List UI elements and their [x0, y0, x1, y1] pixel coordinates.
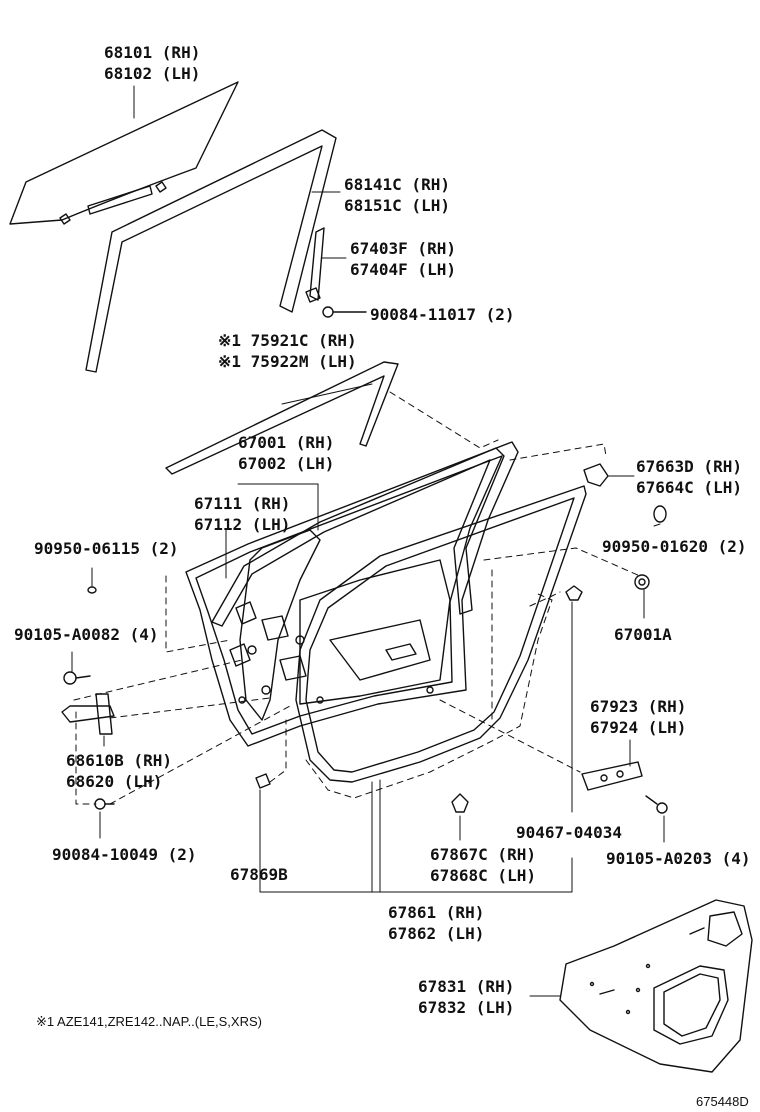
part-number-lh: 67404F (LH)	[350, 260, 456, 279]
clip-90467-04034	[566, 586, 582, 600]
label-67867c: 67867C (RH) 67868C (LH)	[430, 844, 536, 886]
clip-67867c	[452, 794, 468, 812]
dashed-guide-lines	[74, 392, 640, 804]
bolt-90084-10049	[95, 799, 114, 809]
screw-90105-a0203	[646, 796, 667, 813]
label-68610b: 68610B (RH) 68620 (LH)	[66, 750, 172, 792]
label-68101: 68101 (RH) 68102 (LH)	[104, 42, 200, 84]
part-number-lh: 67002 (LH)	[238, 454, 335, 473]
part-number: 90084-11017 (2)	[370, 305, 515, 324]
label-67869b: 67869B	[230, 864, 288, 885]
label-90105-a0203: 90105-A0203 (4)	[606, 848, 751, 869]
label-67403f: 67403F (RH) 67404F (LH)	[350, 238, 456, 280]
clip-67869b	[256, 774, 270, 788]
part-number-rh: 67923 (RH)	[590, 697, 687, 716]
figure-id: 675448D	[696, 1094, 749, 1109]
label-67923: 67923 (RH) 67924 (LH)	[590, 696, 686, 738]
part-number-lh: 67868C (LH)	[430, 866, 536, 885]
label-67001a: 67001A	[614, 624, 672, 645]
part-number-lh: 68151C (LH)	[344, 196, 450, 215]
part-number-rh: 67403F (RH)	[350, 239, 456, 258]
switch-bezel	[582, 762, 642, 790]
label-67663d: 67663D (RH) 67664C (LH)	[636, 456, 742, 498]
label-68141c: 68141C (RH) 68151C (LH)	[344, 174, 450, 216]
part-number: 90105-A0082 (4)	[14, 625, 159, 644]
part-number-rh: 67111 (RH)	[194, 494, 291, 513]
part-number: 67869B	[230, 865, 288, 884]
part-number-lh: 67862 (LH)	[388, 924, 485, 943]
part-number: 90950-01620 (2)	[602, 537, 747, 556]
label-75921c: ※1 75921C (RH) ※1 75922M (LH)	[218, 330, 357, 372]
division-bar	[306, 228, 324, 302]
label-67831: 67831 (RH) 67832 (LH)	[418, 976, 514, 1018]
part-number-rh: 67663D (RH)	[636, 457, 742, 476]
part-number-rh: ※1 75921C (RH)	[218, 331, 357, 350]
part-number-rh: 67867C (RH)	[430, 845, 536, 864]
label-90950-01620: 90950-01620 (2)	[602, 536, 747, 557]
clip-90084-11017	[323, 307, 366, 317]
door-hinge	[62, 672, 114, 734]
part-number-rh: 68610B (RH)	[66, 751, 172, 770]
part-number: 90105-A0203 (4)	[606, 849, 751, 868]
part-number-lh: 67112 (LH)	[194, 515, 291, 534]
belt-moulding	[166, 362, 398, 474]
leader-lines	[72, 86, 664, 996]
part-number: 90084-10049 (2)	[52, 845, 197, 864]
footnote: ※1 AZE141,ZRE142..NAP..(LE,S,XRS)	[36, 1014, 262, 1029]
cover-67663d	[584, 464, 608, 486]
part-number: 90950-06115 (2)	[34, 539, 179, 558]
inner-weatherstrip	[212, 448, 504, 626]
door-weatherstrip	[296, 486, 586, 782]
part-number-rh: 68101 (RH)	[104, 43, 201, 62]
part-number: 90467-04034	[516, 823, 622, 842]
label-90467-04034: 90467-04034	[516, 822, 622, 843]
part-number-rh: 68141C (RH)	[344, 175, 450, 194]
part-number-lh: 68102 (LH)	[104, 64, 201, 83]
label-67861: 67861 (RH) 67862 (LH)	[388, 902, 484, 944]
part-number-rh: 67831 (RH)	[418, 977, 515, 996]
door-trim-board	[560, 900, 752, 1072]
part-number-lh: 67832 (LH)	[418, 998, 515, 1017]
clip-67001a	[635, 575, 649, 589]
part-number: 67001A	[614, 625, 672, 644]
hole-plug-90950-01620	[654, 506, 666, 522]
label-67111: 67111 (RH) 67112 (LH)	[194, 493, 290, 535]
part-number-lh: 67664C (LH)	[636, 478, 742, 497]
part-number-lh: 68620 (LH)	[66, 772, 163, 791]
part-number-rh: 67001 (RH)	[238, 433, 335, 452]
part-number-rh: 67861 (RH)	[388, 903, 485, 922]
part-number-lh: 67924 (LH)	[590, 718, 687, 737]
part-number-lh: ※1 75922M (LH)	[218, 352, 357, 371]
label-67001: 67001 (RH) 67002 (LH)	[238, 432, 334, 474]
door-glass	[10, 82, 238, 224]
label-90105-a0082: 90105-A0082 (4)	[14, 624, 159, 645]
door-panel	[186, 442, 518, 746]
label-90084-10049: 90084-10049 (2)	[52, 844, 197, 865]
label-90950-06115: 90950-06115 (2)	[34, 538, 179, 559]
hole-plug-90950-06115	[88, 587, 96, 593]
label-90084-11017: 90084-11017 (2)	[370, 304, 515, 325]
glass-run-channel	[86, 130, 336, 372]
